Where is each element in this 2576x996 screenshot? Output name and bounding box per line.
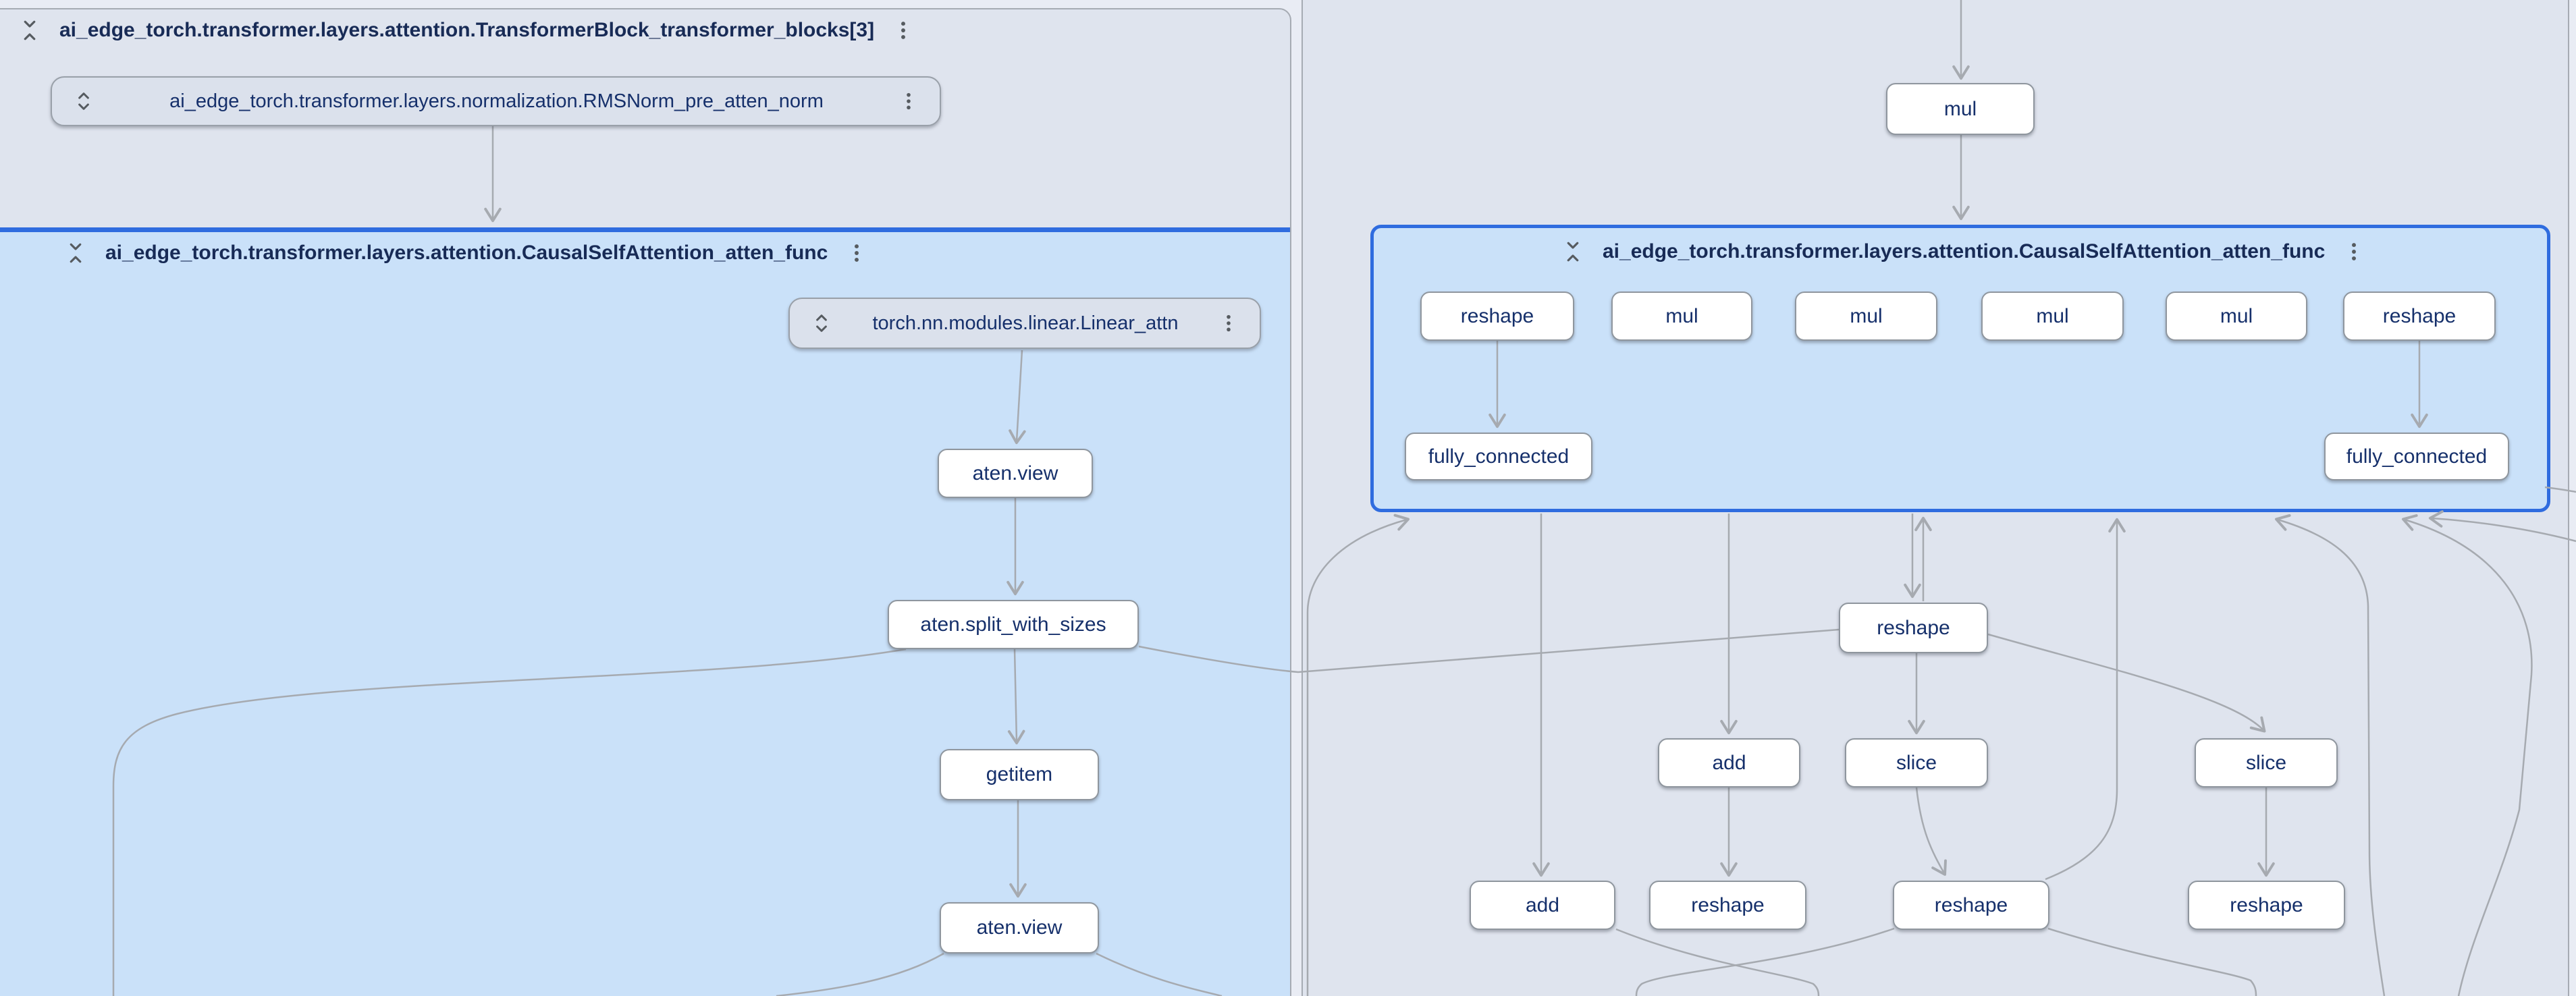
kebab-icon[interactable]: [1218, 312, 1239, 334]
op-label: mul: [1665, 304, 1698, 327]
attention-left-titlebar[interactable]: ai_edge_torch.transformer.layers.attenti…: [63, 238, 868, 269]
op-node-mul-row1-2[interactable]: mul: [1795, 292, 1937, 341]
op-node-mul-top[interactable]: mul: [1886, 83, 2035, 135]
op-label: mul: [1850, 304, 1883, 327]
rmsnorm-group-node[interactable]: ai_edge_torch.transformer.layers.normali…: [51, 76, 941, 126]
op-label: reshape: [1460, 304, 1534, 327]
attention-right-titlebar[interactable]: ai_edge_torch.transformer.layers.attenti…: [1561, 236, 2365, 267]
op-label: add: [1525, 893, 1560, 916]
transformer-block-title: ai_edge_torch.transformer.layers.attenti…: [59, 19, 875, 41]
op-node-aten-view-2[interactable]: aten.view: [940, 902, 1099, 953]
op-node-aten-view-1[interactable]: aten.view: [938, 449, 1093, 498]
op-label: reshape: [1691, 893, 1765, 916]
op-label: mul: [2220, 304, 2253, 327]
op-node-getitem[interactable]: getitem: [940, 749, 1099, 800]
op-label: slice: [2245, 751, 2286, 774]
attention-right-title: ai_edge_torch.transformer.layers.attenti…: [1603, 240, 2326, 262]
unfold-more-icon[interactable]: [72, 90, 95, 113]
op-node-add-bottom[interactable]: add: [1470, 881, 1615, 930]
op-node-add-mid[interactable]: add: [1658, 738, 1800, 787]
op-node-reshape-lower-top[interactable]: reshape: [1839, 603, 1988, 653]
op-label: reshape: [2230, 893, 2303, 916]
op-node-mul-row1-3[interactable]: mul: [1981, 292, 2124, 341]
op-node-fully-connected-2[interactable]: fully_connected: [2324, 433, 2509, 480]
unfold-less-icon[interactable]: [63, 241, 88, 265]
unfold-more-icon[interactable]: [810, 312, 833, 335]
op-node-slice-mid[interactable]: slice: [1845, 738, 1988, 787]
op-label: aten.view: [976, 916, 1063, 939]
linear-attn-group-label: torch.nn.modules.linear.Linear_attn: [872, 312, 1179, 334]
op-label: mul: [1943, 97, 1977, 120]
op-label: mul: [2036, 304, 2069, 327]
rmsnorm-group-label: ai_edge_torch.transformer.layers.normali…: [169, 90, 824, 112]
kebab-icon[interactable]: [845, 242, 868, 265]
op-label: reshape: [1877, 616, 1950, 639]
op-node-reshape-bottom-2[interactable]: reshape: [1893, 881, 2049, 930]
op-label: aten.split_with_sizes: [920, 613, 1106, 636]
op-label: reshape: [2382, 304, 2457, 327]
kebab-icon[interactable]: [898, 90, 919, 112]
unfold-less-icon[interactable]: [18, 18, 42, 43]
op-node-mul-row1-4[interactable]: mul: [2166, 292, 2307, 341]
op-label: slice: [1896, 751, 1937, 774]
attention-left-title: ai_edge_torch.transformer.layers.attenti…: [105, 242, 828, 264]
op-node-reshape-row1-1[interactable]: reshape: [1420, 292, 1574, 341]
kebab-icon[interactable]: [892, 19, 915, 42]
op-node-fully-connected-1[interactable]: fully_connected: [1405, 433, 1592, 480]
linear-attn-group-node[interactable]: torch.nn.modules.linear.Linear_attn: [788, 298, 1261, 349]
op-label: reshape: [1934, 893, 2008, 916]
op-label: fully_connected: [1428, 445, 1569, 468]
op-label: aten.view: [972, 462, 1058, 485]
op-node-reshape-row1-2[interactable]: reshape: [2343, 292, 2496, 341]
kebab-icon[interactable]: [2342, 240, 2365, 263]
op-label: getitem: [986, 763, 1053, 785]
op-node-mul-row1-1[interactable]: mul: [1611, 292, 1752, 341]
op-node-reshape-bottom-3[interactable]: reshape: [2188, 881, 2345, 930]
transformer-block-titlebar[interactable]: ai_edge_torch.transformer.layers.attenti…: [18, 15, 915, 46]
op-node-reshape-bottom-1[interactable]: reshape: [1649, 881, 1806, 930]
op-label: add: [1712, 751, 1746, 774]
unfold-less-icon[interactable]: [1561, 240, 1585, 264]
op-label: fully_connected: [2346, 445, 2488, 468]
op-node-split-with-sizes[interactable]: aten.split_with_sizes: [888, 600, 1139, 649]
op-node-slice-right[interactable]: slice: [2195, 738, 2338, 787]
